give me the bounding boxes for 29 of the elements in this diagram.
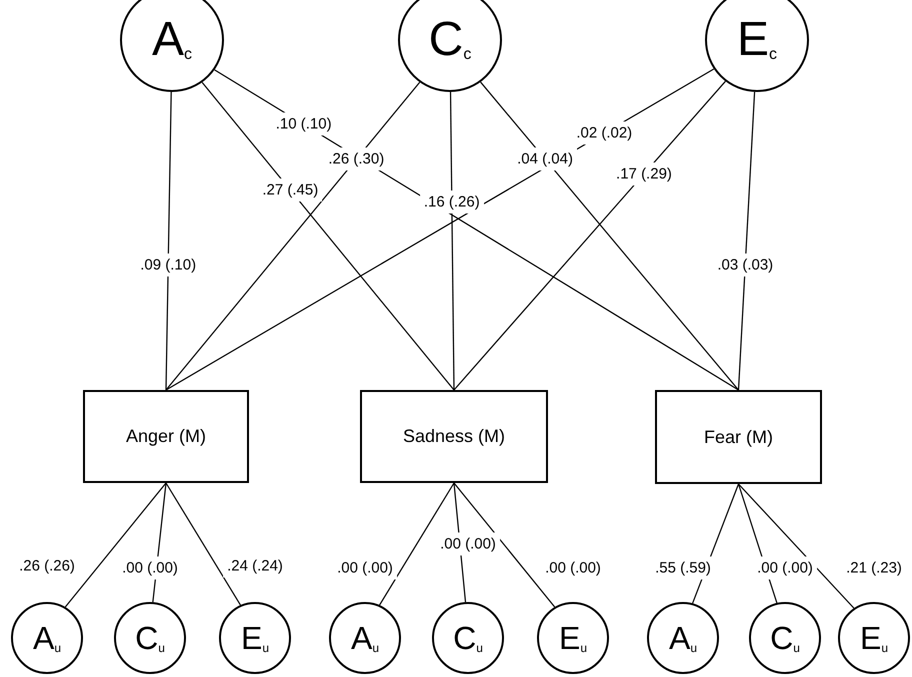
observed-variable-box	[655, 390, 822, 484]
connector-line	[379, 482, 455, 606]
variable-label: Fear (M)	[704, 426, 773, 449]
variable-label: E$_{u}$	[240, 622, 270, 654]
variable-label: C$_{u}$	[453, 622, 483, 654]
variable-label: Sadness (M)	[402, 425, 506, 448]
connector-line	[165, 92, 172, 390]
variable-label: A$_{u}$	[32, 622, 62, 654]
variable-label: A$_{u}$	[668, 622, 698, 654]
variable-label: C$_{c}$	[428, 16, 472, 64]
observed-variable-box	[360, 390, 548, 483]
connector-line	[166, 82, 420, 390]
variable-label: Anger (M)	[126, 425, 206, 448]
variable-label: C$_{u}$	[770, 622, 800, 654]
observed-variable-box	[83, 390, 249, 483]
variable-label: C$_{u}$	[135, 622, 165, 654]
connector-line	[202, 82, 454, 390]
edge-label: .16 (.26)	[420, 190, 484, 214]
connector-line	[165, 482, 241, 606]
connector-line	[64, 482, 166, 608]
connector-line	[454, 482, 556, 608]
variable-label: E$_{u}$	[558, 622, 588, 654]
variable-label: E$_{u}$	[860, 622, 888, 654]
variable-label: A$_{u}$	[350, 622, 380, 654]
variable-label: A$_{c}$	[152, 16, 192, 64]
variable-label: E$_{c}$	[736, 16, 777, 64]
connector-line	[738, 484, 854, 609]
connector-line	[738, 92, 756, 390]
connector-line	[450, 92, 455, 390]
